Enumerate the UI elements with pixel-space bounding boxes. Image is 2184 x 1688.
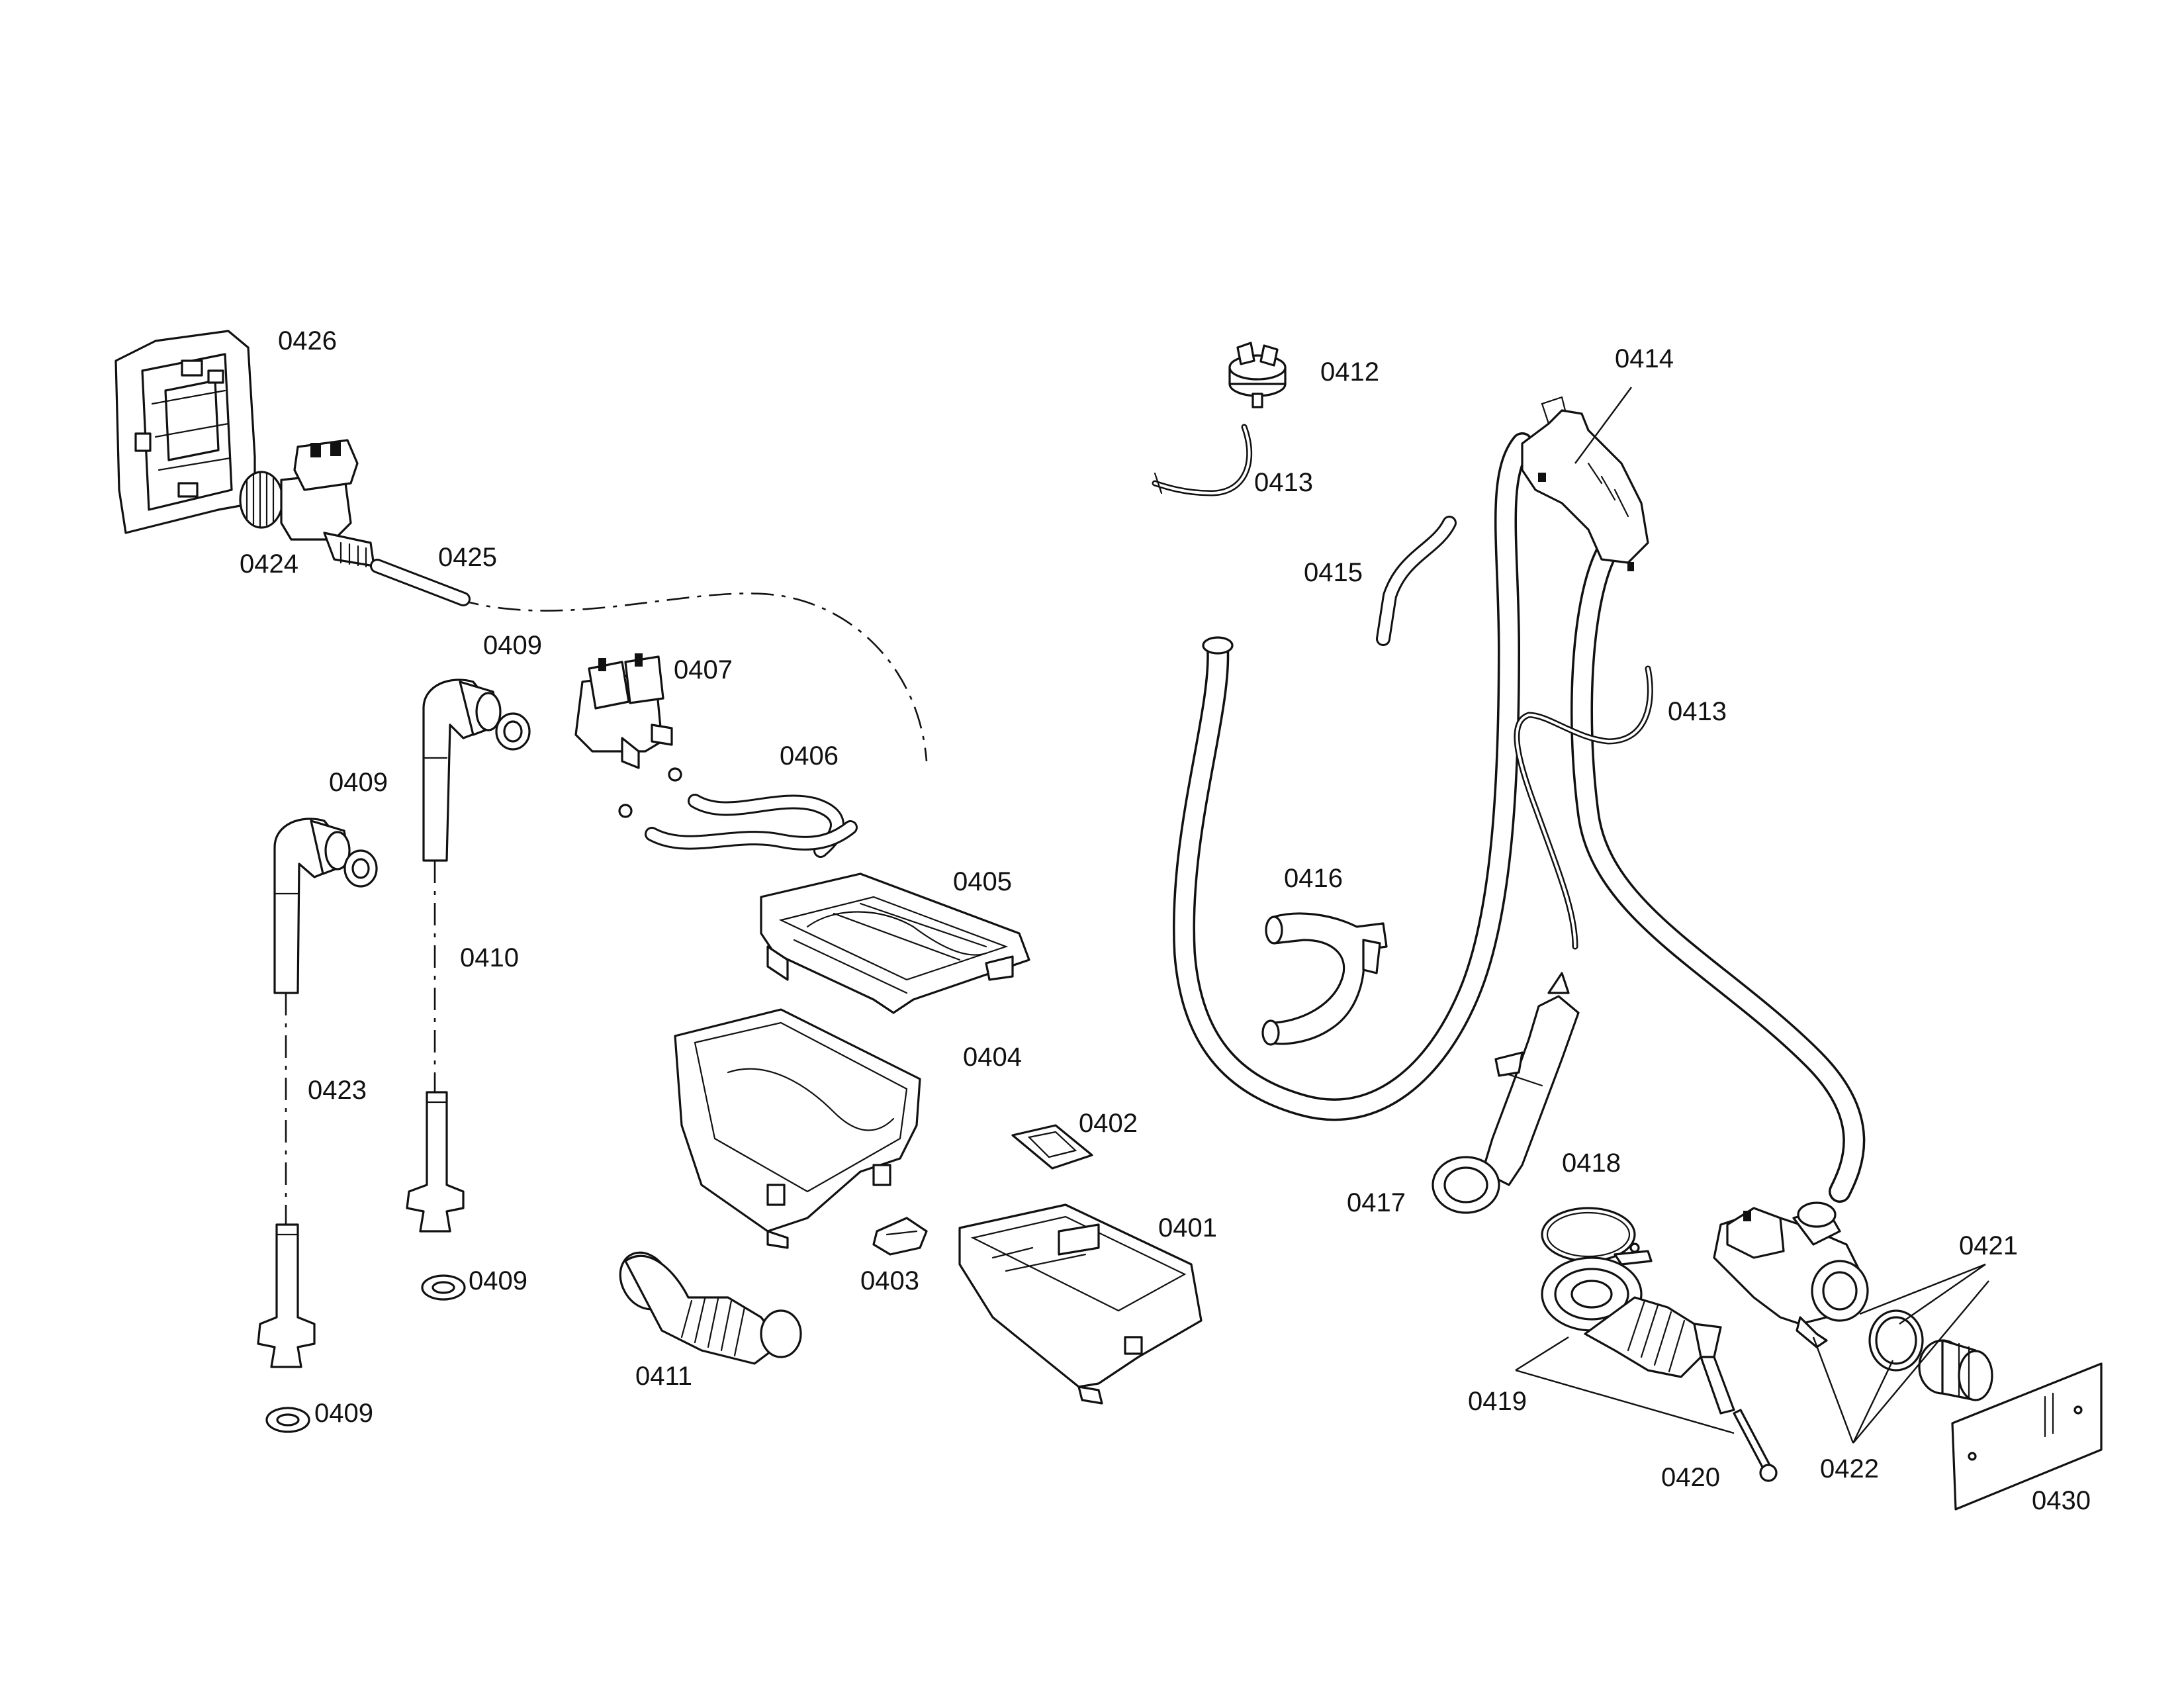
seal-ring-0409-c <box>421 1274 466 1301</box>
callout-0423: 0423 <box>308 1076 367 1105</box>
callout-0411: 0411 <box>635 1362 692 1391</box>
hose-clamp-0418 <box>1541 1207 1653 1266</box>
drain-pump <box>1713 1201 1869 1348</box>
pressure-switch-0412 <box>1228 342 1287 408</box>
screw-0420 <box>1733 1409 1778 1482</box>
dispenser-drawer-0401 <box>958 1203 1203 1405</box>
double-inlet-valve-0407 <box>574 653 673 769</box>
callout-0409-b: 0409 <box>329 768 388 797</box>
callout-0419: 0419 <box>1468 1387 1527 1416</box>
callout-0420: 0420 <box>1661 1463 1720 1492</box>
seal-ring-0409-b <box>343 849 378 888</box>
seal-ring-0409-d <box>265 1407 310 1433</box>
hose-set-0406 <box>618 767 858 858</box>
callout-0403: 0403 <box>860 1266 919 1295</box>
leader-0421-b <box>1899 1264 1986 1325</box>
callout-0426: 0426 <box>278 326 337 355</box>
leader-0422-a <box>1812 1336 1854 1444</box>
hose-0415 <box>1376 516 1457 646</box>
callout-0412: 0412 <box>1320 357 1379 387</box>
hose-holder-0416 <box>1261 912 1388 1046</box>
dispenser-lid-0405 <box>760 872 1030 1014</box>
pressure-tube-0413-a <box>1152 424 1253 496</box>
callout-0409-d: 0409 <box>314 1399 373 1428</box>
leader-0422-c <box>1852 1280 1989 1444</box>
clip-0403 <box>872 1217 928 1256</box>
leader-0419-b <box>1515 1369 1735 1434</box>
pressure-tube-0413-b <box>1514 665 1653 950</box>
callout-0422: 0422 <box>1820 1454 1879 1483</box>
callout-0413-a: 0413 <box>1254 468 1313 497</box>
inlet-valve-0424 <box>239 439 375 568</box>
callout-0424: 0424 <box>240 549 298 579</box>
gasket-0421 <box>1868 1309 1924 1372</box>
callout-0407: 0407 <box>674 655 733 684</box>
callout-0406: 0406 <box>780 741 839 771</box>
callout-0409-a: 0409 <box>483 631 542 660</box>
callout-0416: 0416 <box>1284 864 1343 893</box>
elbow-pipe-0423 <box>257 818 351 1368</box>
drain-hose-loop <box>1173 432 1533 1121</box>
hose-0425 <box>370 559 471 606</box>
callout-0410: 0410 <box>460 943 519 972</box>
sump-bellows-0419 <box>1541 1256 1735 1415</box>
callout-0409-c: 0409 <box>469 1266 527 1295</box>
callout-0430: 0430 <box>2032 1486 2091 1515</box>
seal-ring-0409-a <box>495 712 531 751</box>
callout-0404: 0404 <box>963 1043 1022 1072</box>
leader-0414 <box>1574 387 1632 464</box>
callout-0402: 0402 <box>1079 1109 1138 1138</box>
callout-0415: 0415 <box>1304 558 1363 587</box>
callout-0401: 0401 <box>1158 1213 1217 1243</box>
callout-0418: 0418 <box>1562 1149 1621 1178</box>
leader-0421-a <box>1859 1263 1986 1315</box>
mounting-bracket-0426 <box>114 330 256 534</box>
sump-hose-0417 <box>1432 972 1580 1214</box>
callout-0413-b: 0413 <box>1668 697 1727 726</box>
label-plate-0430 <box>1951 1362 2103 1511</box>
callout-0421: 0421 <box>1959 1231 2018 1260</box>
routing-line-0425 <box>456 592 928 762</box>
callout-0425: 0425 <box>438 543 497 572</box>
filter-0422 <box>1918 1339 1993 1401</box>
siphon-cap-0402 <box>1011 1124 1093 1170</box>
callout-0405: 0405 <box>953 867 1012 896</box>
leader-0422-b <box>1852 1360 1894 1444</box>
drain-hose-0414 <box>1521 396 1866 1203</box>
elbow-pipe-0410 <box>406 679 502 1233</box>
callout-0414: 0414 <box>1615 344 1674 373</box>
callout-0417: 0417 <box>1347 1188 1406 1217</box>
bellows-hose-0411 <box>619 1251 802 1365</box>
dispenser-housing-0404 <box>674 1008 921 1249</box>
leader-0419-a <box>1515 1336 1569 1372</box>
